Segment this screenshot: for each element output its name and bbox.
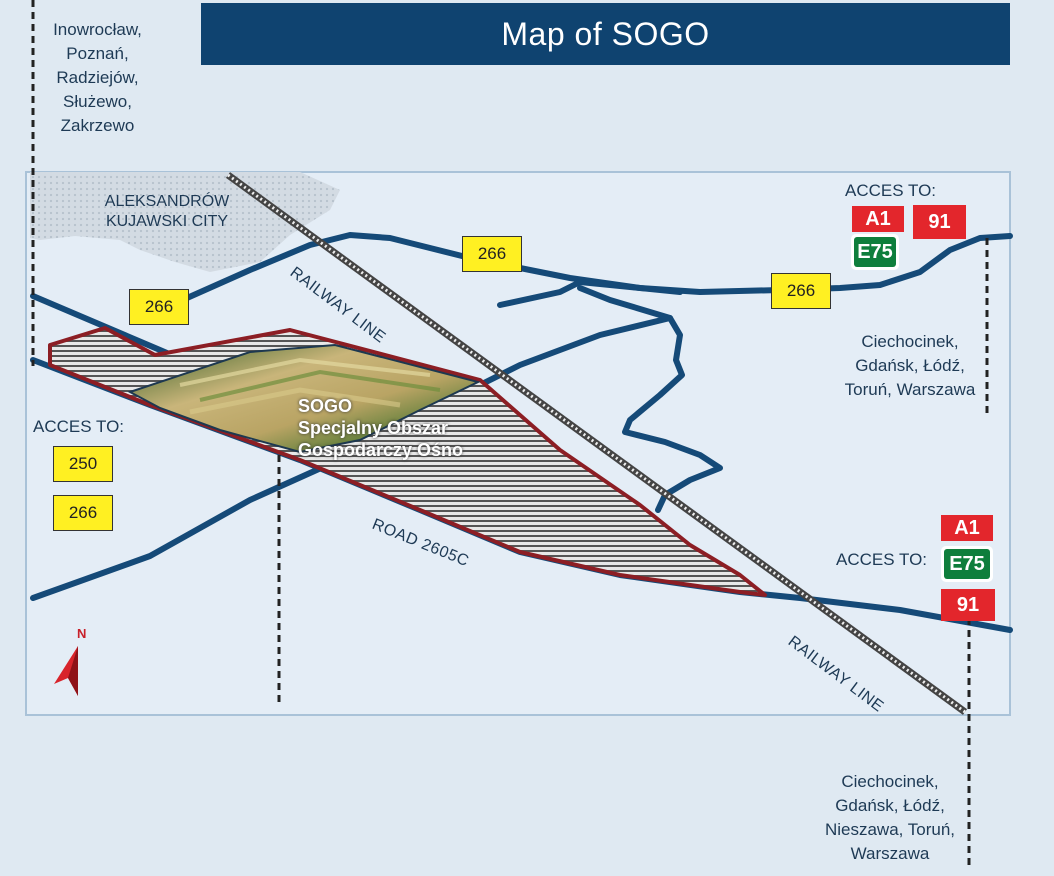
road-shield-266-left: 266 [53, 495, 113, 531]
destination-item: Służewo, [63, 92, 132, 111]
destination-item: Gdańsk, Łódź, [835, 796, 945, 815]
road-shield-266: 266 [462, 236, 522, 272]
road-shield-266: 266 [771, 273, 831, 309]
destination-item: Toruń, Warszawa [844, 380, 976, 399]
compass-label: N [77, 626, 87, 641]
badge-e75-bottom: E75 [941, 546, 993, 582]
destinations-right-middle: Ciechocinek, Gdańsk, Łódź, Toruń, Warsza… [830, 330, 990, 402]
compass-icon: N [48, 626, 88, 703]
badge-91-bottom: 91 [941, 589, 995, 621]
road-shield-266: 266 [129, 289, 189, 325]
badge-e75-top: E75 [851, 234, 899, 270]
sogo-subtitle-1: Specjalny Obszar [298, 418, 449, 438]
railway-line [225, 172, 968, 715]
destination-item: Nieszawa, Toruń, [824, 820, 956, 839]
north-arrow-icon [54, 646, 78, 696]
badge-e75-top-text: E75 [854, 237, 896, 267]
road-local [577, 285, 723, 513]
destination-item: Inowrocław, [53, 20, 142, 39]
badge-91-top: 91 [913, 205, 966, 239]
badge-a1-bottom: A1 [941, 515, 993, 541]
badge-e75-bottom-text: E75 [944, 549, 990, 579]
destination-item: Ciechocinek, [861, 332, 959, 351]
destination-item: Ciechocinek, [841, 772, 939, 791]
destinations-top-left: Inowrocław, Poznań, Radziejów, Służewo, … [35, 18, 160, 138]
sogo-zone-label: SOGO Specjalny Obszar Gospodarczy Ośno [298, 395, 463, 461]
access-label-bottom-right: ACCES TO: [836, 550, 928, 569]
destination-item: Gdańsk, Łódź, [855, 356, 965, 375]
map-title: Map of SOGO [201, 3, 1010, 65]
access-label-top-right: ACCES TO: [845, 181, 937, 200]
aerial-photo [127, 343, 481, 454]
destinations-bottom-right: Ciechocinek, Gdańsk, Łódź, Nieszawa, Tor… [790, 770, 990, 866]
sogo-subtitle-2: Gospodarczy Ośno [298, 440, 464, 460]
access-label-left: ACCES TO: [33, 417, 125, 436]
road-east-branch [497, 279, 683, 308]
destination-item: Warszawa [850, 844, 930, 863]
city-label: ALEKSANDRÓW KUJAWSKI CITY [82, 192, 252, 232]
road-shield-250: 250 [53, 446, 113, 482]
city-name-line1: ALEKSANDRÓW [104, 193, 230, 210]
destination-item: Radziejów, [56, 68, 139, 87]
destination-item: Zakrzewo [60, 116, 135, 135]
sogo-title: SOGO [298, 396, 353, 416]
destination-item: Poznań, [66, 44, 129, 63]
city-name-line2: KUJAWSKI CITY [105, 213, 229, 230]
badge-a1-top: A1 [852, 206, 904, 232]
